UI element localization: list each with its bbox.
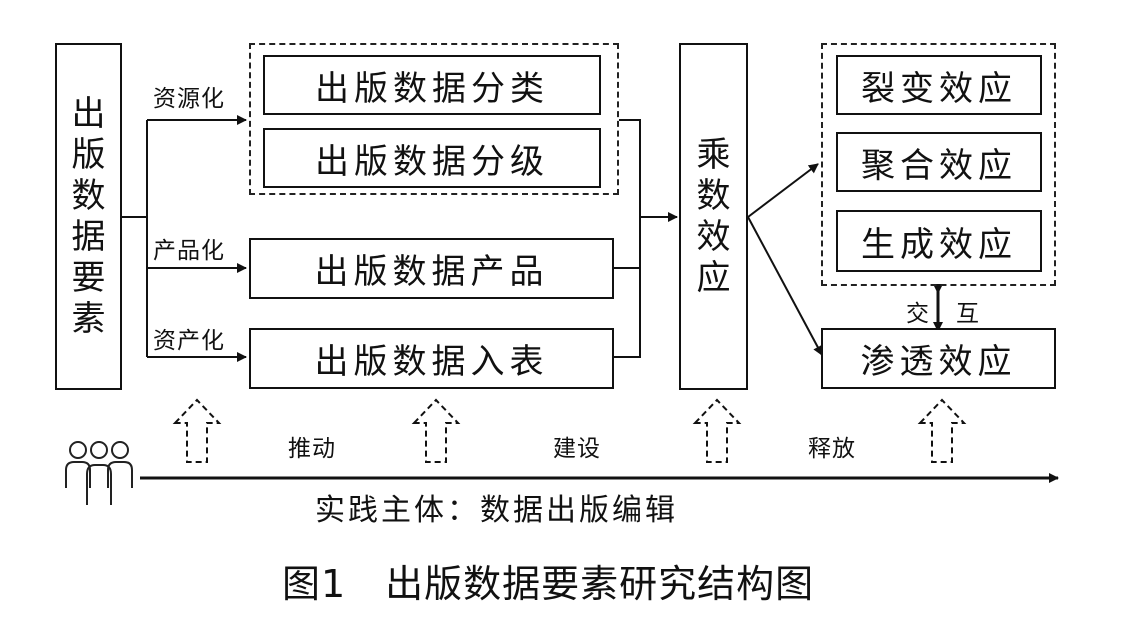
driver-build-label: 建设	[553, 436, 601, 462]
up-arrow-2	[411, 398, 461, 463]
fission-effect-box: 裂变效应	[836, 55, 1042, 115]
label-product: 产品化	[153, 238, 225, 264]
data-product-box: 出版数据产品	[249, 238, 614, 299]
left-box-char: 要	[71, 257, 106, 298]
interaction-right-label: 互	[956, 301, 980, 327]
merge-line	[614, 119, 641, 358]
left-box-char: 据	[71, 216, 106, 257]
penetration-effect-box: 渗透效应	[821, 328, 1056, 389]
up-arrow-3	[692, 398, 742, 463]
up-arrow-4	[917, 398, 967, 463]
data-table-box: 出版数据入表	[249, 328, 614, 389]
multiplier-effect-box: 乘 数 效 应	[679, 43, 748, 390]
people-icon	[65, 441, 133, 505]
up-arrow-1	[172, 398, 222, 463]
driver-release-label: 释放	[808, 436, 856, 462]
left-box-char: 出	[71, 93, 106, 134]
driver-push-label: 推动	[288, 436, 336, 462]
multiplier-char: 效	[696, 216, 731, 257]
generation-effect-box: 生成效应	[836, 210, 1042, 272]
figure-caption: 图1 出版数据要素研究结构图	[282, 562, 815, 606]
left-box-char: 版	[71, 134, 106, 175]
practice-subject-label: 实践主体：数据出版编辑	[315, 493, 678, 528]
left-box-char: 数	[71, 175, 106, 216]
data-classify-box: 出版数据分类	[263, 55, 601, 115]
arrow-to-penetration	[747, 216, 823, 356]
multiplier-char: 数	[696, 175, 731, 216]
resource-group-frame	[249, 43, 619, 195]
multiplier-char: 乘	[696, 134, 731, 175]
arrow-to-effects-group	[747, 163, 819, 218]
interaction-left-label: 交	[906, 301, 930, 327]
effects-group-frame	[821, 43, 1056, 286]
aggregation-effect-box: 聚合效应	[836, 132, 1042, 192]
data-grade-box: 出版数据分级	[263, 128, 601, 188]
label-asset: 资产化	[153, 328, 225, 354]
publishing-data-element-box: 出 版 数 据 要 素	[55, 43, 122, 390]
label-resource: 资源化	[153, 86, 225, 112]
multiplier-char: 应	[696, 257, 731, 298]
left-box-char: 素	[71, 298, 106, 339]
